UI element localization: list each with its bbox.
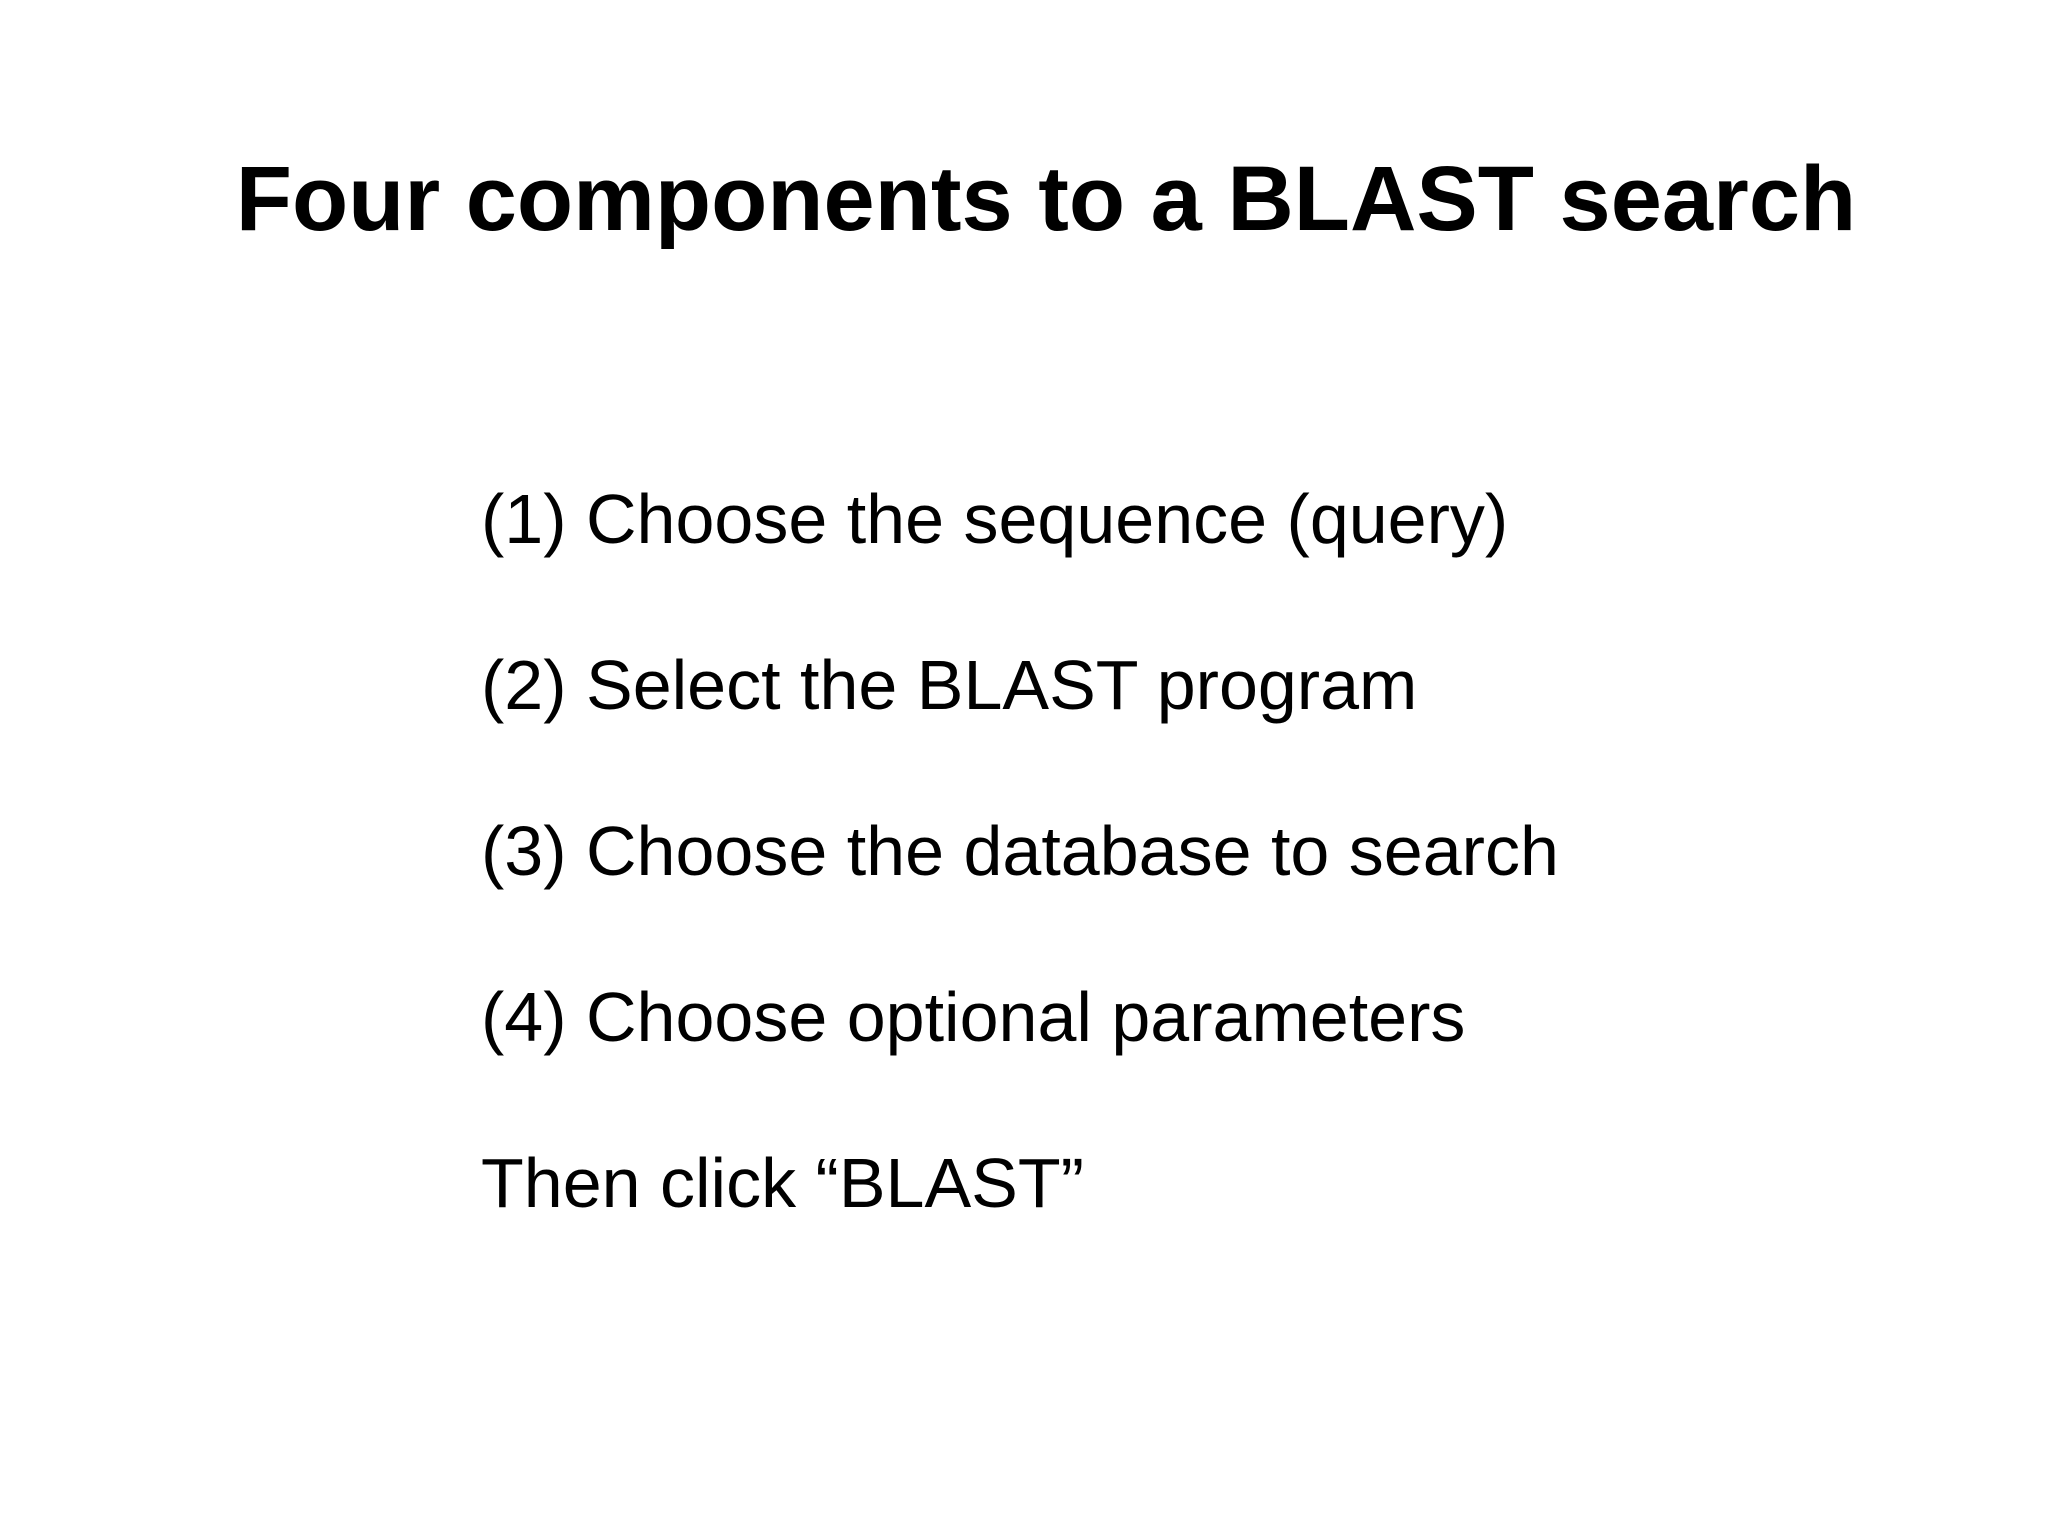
- slide-title: Four components to a BLAST search: [235, 148, 1857, 250]
- step-line-3: (3) Choose the database to search: [481, 812, 1559, 890]
- step-line-final: Then click “BLAST”: [481, 1144, 1084, 1222]
- step-line-2: (2) Select the BLAST program: [481, 646, 1418, 724]
- steps-list: (1) Choose the sequence (query) (2) Sele…: [481, 436, 1559, 1266]
- step-line-4: (4) Choose optional parameters: [481, 978, 1466, 1056]
- step-line-1: (1) Choose the sequence (query): [481, 480, 1509, 558]
